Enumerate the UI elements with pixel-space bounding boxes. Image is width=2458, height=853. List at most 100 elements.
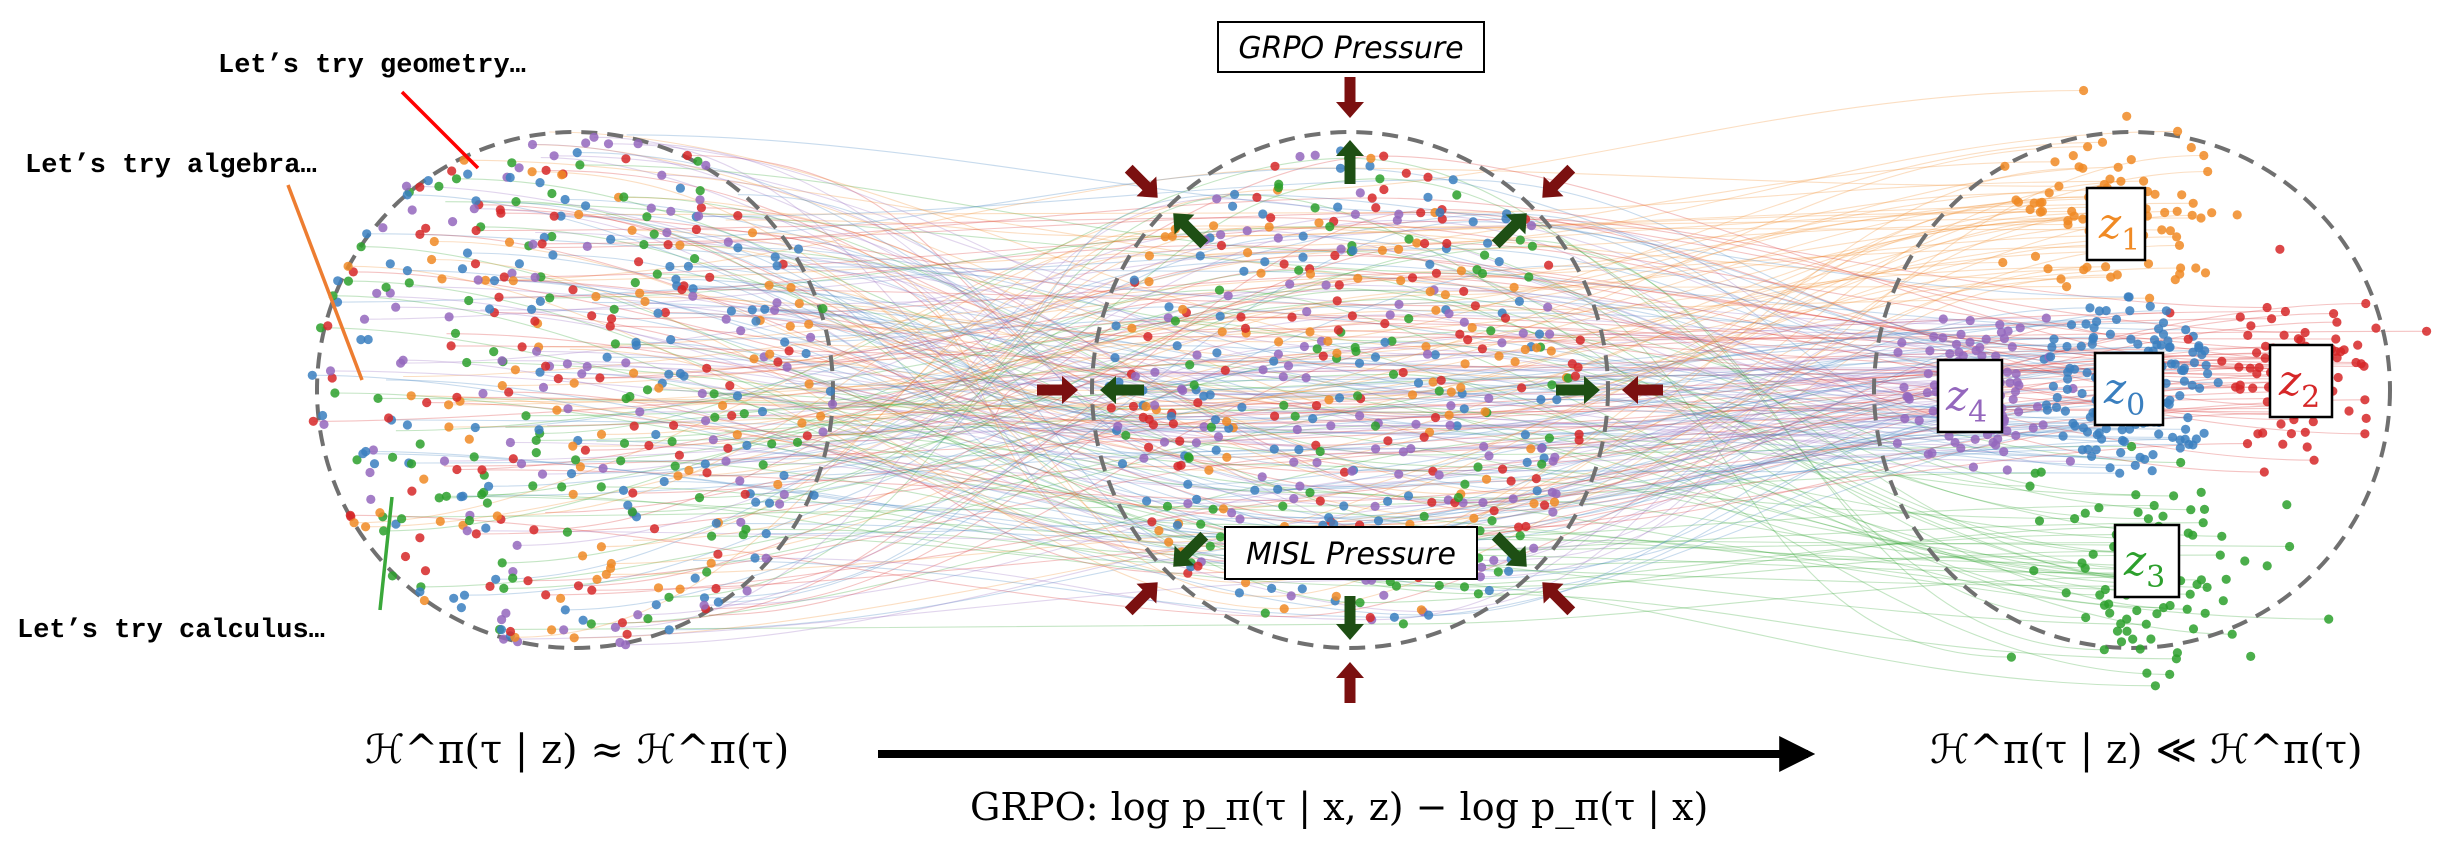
left-point: [343, 276, 353, 286]
middle-point: [1455, 329, 1465, 339]
left-point: [666, 206, 676, 216]
middle-point: [1144, 442, 1154, 452]
middle-point: [1444, 309, 1454, 319]
right-point: [2152, 609, 2162, 619]
left-point: [581, 138, 591, 148]
middle-point: [1407, 390, 1418, 400]
trajectory-line: [498, 244, 2285, 363]
left-point: [548, 250, 558, 260]
left-point: [580, 445, 591, 455]
right-point: [2218, 596, 2228, 606]
misl-pressure-arrow: [1336, 596, 1364, 640]
middle-point: [1394, 244, 1404, 254]
middle-point: [1486, 326, 1496, 336]
left-point: [701, 416, 711, 426]
trajectory-line: [692, 417, 2188, 618]
middle-point: [1289, 494, 1299, 504]
left-point: [563, 404, 573, 414]
left-point: [434, 181, 444, 191]
right-point: [1925, 346, 1935, 356]
trajectory-line: [546, 169, 2336, 340]
left-point: [627, 507, 637, 517]
left-point: [507, 158, 517, 168]
right-point: [2116, 448, 2126, 458]
left-point: [504, 237, 515, 247]
trajectory-line: [620, 460, 2147, 588]
middle-point: [1526, 444, 1536, 454]
left-point: [764, 498, 775, 508]
right-point: [2181, 424, 2191, 434]
left-point: [478, 388, 488, 399]
trajectory-line: [382, 472, 2036, 518]
left-point: [391, 302, 401, 312]
grpo-pressure-arrow: [1542, 582, 1576, 616]
middle-point: [1283, 361, 1294, 371]
left-point: [504, 387, 514, 397]
left-point: [547, 625, 557, 635]
trajectory-line: [395, 298, 2130, 554]
middle-point: [1321, 280, 1331, 290]
left-point: [664, 369, 674, 379]
left-point: [736, 517, 746, 527]
right-point: [2186, 505, 2196, 515]
right-point: [2260, 353, 2270, 363]
middle-point: [1142, 496, 1152, 506]
left-point: [666, 335, 676, 345]
right-point: [1965, 337, 1975, 347]
right-point: [2179, 376, 2189, 386]
right-point: [2131, 490, 2141, 500]
right-point: [2200, 346, 2210, 356]
right-point: [2054, 181, 2064, 191]
middle-point: [1269, 356, 1279, 366]
right-point: [2202, 582, 2212, 593]
middle-point: [1215, 532, 1226, 542]
middle-point: [1333, 202, 1343, 212]
middle-point: [1334, 280, 1344, 290]
right-point: [2150, 681, 2160, 691]
trajectory-line: [567, 363, 2005, 507]
middle-point: [1380, 337, 1390, 347]
right-point: [2035, 207, 2045, 217]
left-point: [308, 416, 318, 426]
middle-point: [1434, 470, 1444, 480]
left-point: [541, 361, 551, 371]
left-point: [573, 581, 584, 591]
right-point: [2101, 262, 2111, 272]
middle-point: [1164, 302, 1174, 312]
middle-point: [1336, 244, 1346, 254]
trajectory-line: [525, 377, 2149, 520]
left-point: [765, 349, 775, 359]
right-point: [2246, 321, 2256, 331]
middle-point: [1475, 572, 1485, 582]
middle-point: [1481, 474, 1492, 484]
algebra-pointer: [286, 184, 364, 381]
right-point: [2344, 406, 2354, 416]
middle-point: [1183, 479, 1193, 489]
left-point: [758, 460, 768, 470]
left-point: [444, 312, 454, 322]
trajectory-line: [475, 200, 2064, 437]
left-point: [456, 603, 466, 613]
middle-point: [1489, 555, 1499, 566]
right-point: [2076, 341, 2086, 351]
right-point: [2203, 166, 2213, 177]
right-point: [2030, 468, 2040, 478]
right-point: [2361, 413, 2371, 423]
middle-point: [1546, 346, 1556, 356]
middle-point: [1520, 430, 1530, 440]
middle-point: [1348, 246, 1358, 256]
right-point: [2092, 317, 2102, 327]
right-point: [2094, 503, 2104, 513]
left-point: [434, 493, 444, 503]
left-point: [456, 492, 466, 502]
left-point: [369, 459, 380, 469]
middle-point: [1392, 215, 1402, 225]
left-point: [699, 600, 709, 610]
trajectory-line: [532, 143, 2034, 429]
right-point: [2049, 334, 2059, 344]
right-point: [2217, 356, 2227, 366]
left-point: [618, 485, 629, 495]
middle-point: [1514, 522, 1524, 532]
left-point: [727, 411, 737, 421]
left-point: [779, 470, 789, 481]
